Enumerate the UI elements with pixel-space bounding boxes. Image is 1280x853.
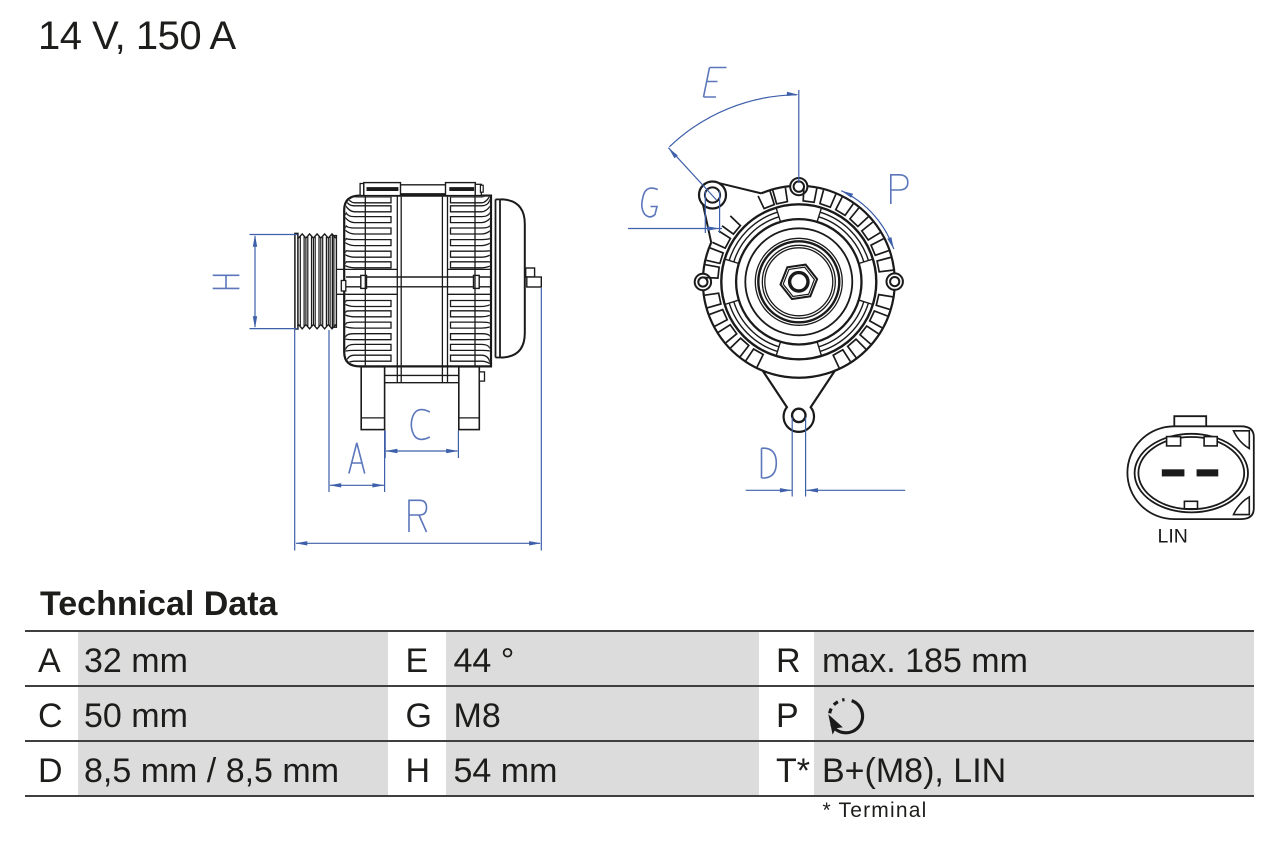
svg-text:LIN: LIN: [1158, 526, 1188, 548]
